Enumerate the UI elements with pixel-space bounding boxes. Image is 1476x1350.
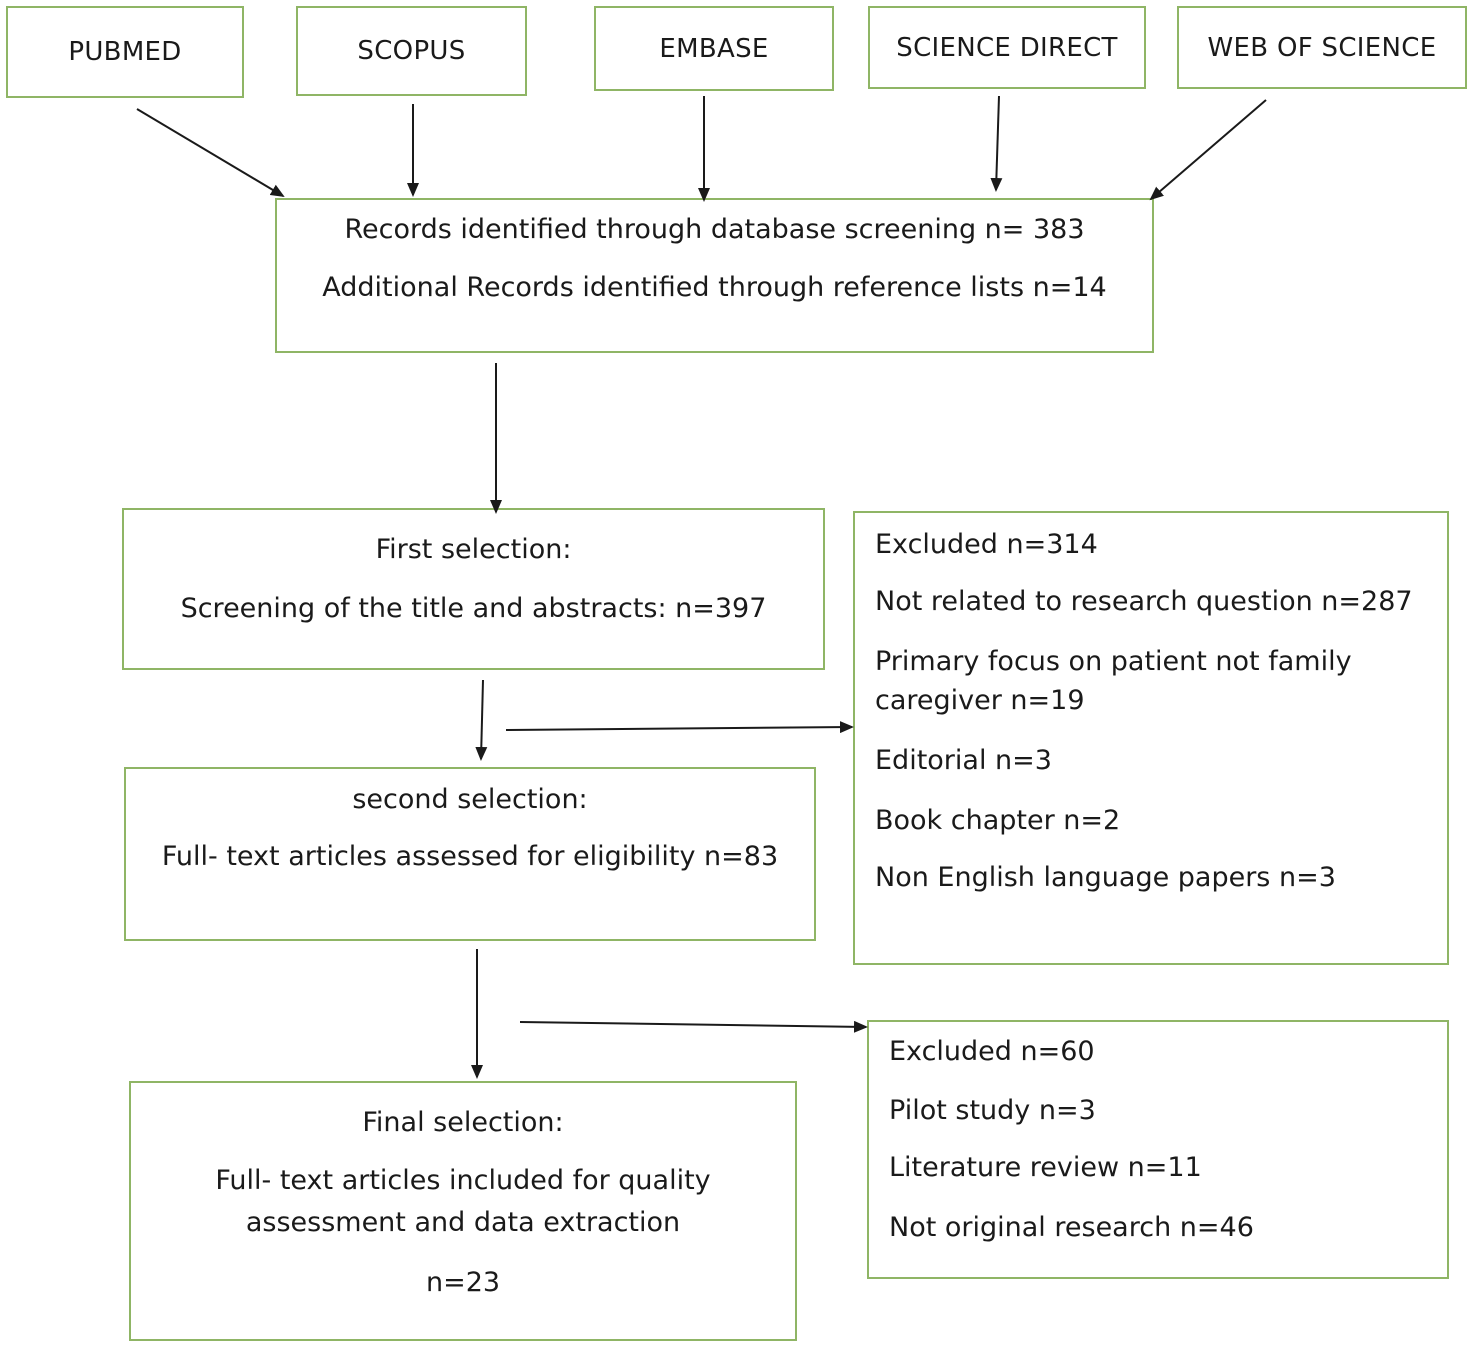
excluded-first-reason-patient-focus-line2: caregiver n=19 — [875, 685, 1085, 716]
excluded-first-reason-book-chapter: Book chapter n=2 — [875, 805, 1121, 836]
source-label-science-direct: SCIENCE DIRECT — [896, 32, 1118, 63]
first-selection-title: First selection: — [375, 534, 572, 565]
arrow-to-excluded-first — [505, 721, 854, 734]
source-box-web-of-science: WEB OF SCIENCE — [1177, 6, 1467, 89]
excluded-first-reason-non-english: Non English language papers n=3 — [875, 862, 1336, 893]
additional-records-text: Additional Records identified through re… — [322, 272, 1107, 303]
excluded-first-reason-patient-focus-line1: Primary focus on patient not family — [875, 646, 1352, 677]
excluded-second-total: Excluded n=60 — [889, 1036, 1095, 1067]
final-selection-text-line2: assessment and data extraction — [245, 1207, 681, 1238]
excluded-first-box: Excluded n=314 Not related to research q… — [853, 511, 1449, 965]
second-selection-title: second selection: — [352, 784, 588, 815]
excluded-first-total: Excluded n=314 — [875, 529, 1098, 560]
final-selection-title: Final selection: — [362, 1107, 564, 1138]
arrow-first-to-second-selection — [475, 679, 488, 761]
source-label-embase: EMBASE — [659, 33, 769, 64]
excluded-second-reason-literature-review: Literature review n=11 — [889, 1152, 1202, 1183]
source-box-science-direct: SCIENCE DIRECT — [868, 6, 1146, 89]
arrow-pubmed-to-records — [136, 108, 285, 198]
identification-box: Records identified through database scre… — [275, 198, 1154, 353]
source-label-pubmed: PUBMED — [68, 37, 182, 67]
excluded-second-reason-pilot: Pilot study n=3 — [889, 1095, 1096, 1126]
arrow-to-excluded-second — [519, 1020, 868, 1033]
source-box-embase: EMBASE — [594, 6, 834, 91]
arrow-web-of-science-to-records — [1149, 99, 1267, 201]
final-selection-count: n=23 — [425, 1267, 501, 1298]
excluded-first-reason-editorial: Editorial n=3 — [875, 745, 1052, 776]
first-selection-box: First selection: Screening of the title … — [122, 508, 825, 670]
excluded-second-reason-not-original: Not original research n=46 — [889, 1212, 1254, 1243]
excluded-first-reason-unrelated: Not related to research question n=287 — [875, 586, 1413, 617]
second-selection-box: second selection: Full- text articles as… — [124, 767, 816, 941]
source-box-pubmed: PUBMED — [6, 6, 244, 98]
excluded-second-box: Excluded n=60 Pilot study n=3 Literature… — [867, 1020, 1449, 1279]
final-selection-box: Final selection: Full- text articles inc… — [129, 1081, 797, 1341]
source-box-scopus: SCOPUS — [296, 6, 527, 96]
arrow-science-direct-to-records — [990, 95, 1003, 192]
final-selection-text-line1: Full- text articles included for quality — [215, 1165, 711, 1196]
source-label-web-of-science: WEB OF SCIENCE — [1207, 32, 1437, 63]
second-selection-text: Full- text articles assessed for eligibi… — [161, 841, 779, 872]
first-selection-text: Screening of the title and abstracts: n=… — [180, 593, 767, 624]
records-identified-text: Records identified through database scre… — [344, 214, 1085, 245]
source-label-scopus: SCOPUS — [357, 36, 466, 66]
